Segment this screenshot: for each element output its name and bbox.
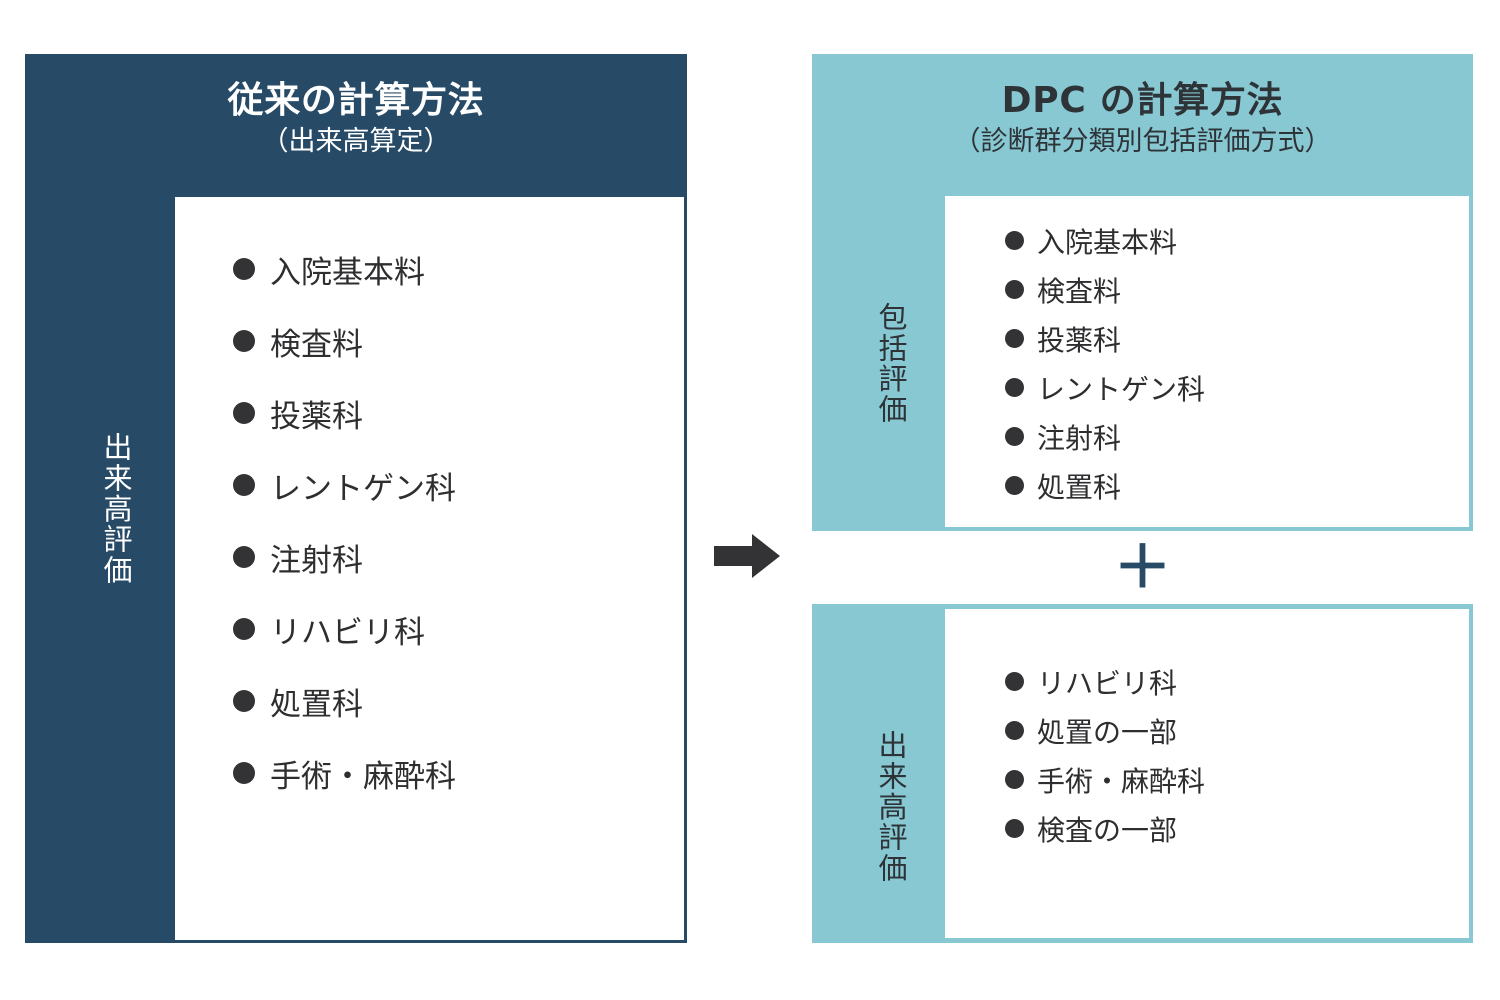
- list-item: 入院基本料: [233, 233, 674, 305]
- list-item-label: 注射科: [270, 542, 363, 579]
- bullet-icon: [1005, 231, 1024, 250]
- list-item: 処置の一部: [1005, 706, 1461, 755]
- bullet-icon: [233, 762, 255, 784]
- right-panel-title-sub: （診断群分類別包括評価方式）: [953, 126, 1332, 158]
- fee-for-service-vertical-label: 出来高評価: [874, 730, 908, 884]
- left-panel-item-list: 入院基本料検査料投薬科レントゲン科注射科リハビリ科処置科手術・麻酔科: [233, 233, 674, 809]
- bullet-icon: [1005, 378, 1024, 397]
- conventional-method-panel: 従来の計算方法 （出来高算定） 出来高評価 入院基本料検査料投薬科レントゲン科注…: [25, 54, 687, 943]
- list-item-label: 処置の一部: [1037, 715, 1178, 749]
- left-panel-title-main: 従来の計算方法: [227, 80, 485, 121]
- list-item: 入院基本料: [1005, 216, 1461, 265]
- list-item-label: リハビリ科: [1037, 666, 1178, 700]
- list-item: 手術・麻酔科: [233, 737, 674, 809]
- list-item-label: 投薬科: [1037, 323, 1122, 357]
- list-item-label: 注射科: [1037, 421, 1122, 455]
- right-panel-title-main: DPC の計算方法: [1001, 80, 1284, 121]
- list-item-label: 手術・麻酔科: [1037, 764, 1206, 798]
- list-item-label: レントゲン科: [270, 470, 456, 507]
- list-item: リハビリ科: [1005, 657, 1461, 706]
- left-panel-title-sub: （出来高算定）: [261, 126, 451, 158]
- list-item-label: 検査料: [1037, 274, 1122, 308]
- list-item: レントゲン科: [233, 449, 674, 521]
- left-panel-item-box: 入院基本料検査料投薬科レントゲン科注射科リハビリ科処置科手術・麻酔科: [172, 194, 687, 943]
- bullet-icon: [1005, 721, 1024, 740]
- bullet-icon: [233, 330, 255, 352]
- right-panel-title: DPC の計算方法 （診断群分類別包括評価方式）: [812, 80, 1473, 158]
- list-item-label: 入院基本料: [270, 254, 425, 291]
- bullet-icon: [233, 618, 255, 640]
- list-item-label: 入院基本料: [1037, 225, 1178, 259]
- bullet-icon: [1005, 280, 1024, 299]
- comprehensive-evaluation-vertical-label: 包括評価: [874, 301, 908, 425]
- left-panel-vertical-label: 出来高評価: [99, 432, 133, 586]
- fee-for-service-panel: 出来高評価 リハビリ科処置の一部手術・麻酔科検査の一部: [812, 604, 1473, 943]
- comprehensive-evaluation-item-box: 入院基本料検査料投薬科レントゲン科注射科処置科: [943, 194, 1471, 529]
- list-item-label: 手術・麻酔科: [270, 758, 456, 795]
- dpc-method-panel: DPC の計算方法 （診断群分類別包括評価方式） 包括評価 入院基本料検査料投薬…: [812, 54, 1473, 531]
- list-item: 検査の一部: [1005, 804, 1461, 853]
- list-item: 投薬科: [233, 377, 674, 449]
- list-item: レントゲン科: [1005, 363, 1461, 412]
- bullet-icon: [233, 546, 255, 568]
- arrow-right-icon: [714, 534, 780, 578]
- bullet-icon: [233, 258, 255, 280]
- list-item: リハビリ科: [233, 593, 674, 665]
- list-item-label: 検査料: [270, 326, 363, 363]
- list-item: 処置科: [1005, 461, 1461, 510]
- list-item-label: 処置科: [270, 686, 363, 723]
- bullet-icon: [1005, 819, 1024, 838]
- list-item: 注射科: [1005, 412, 1461, 461]
- list-item: 投薬科: [1005, 314, 1461, 363]
- fee-for-service-item-box: リハビリ科処置の一部手術・麻酔科検査の一部: [943, 607, 1471, 940]
- list-item-label: リハビリ科: [270, 614, 425, 651]
- bullet-icon: [1005, 476, 1024, 495]
- bullet-icon: [1005, 427, 1024, 446]
- list-item: 注射科: [233, 521, 674, 593]
- bullet-icon: [1005, 329, 1024, 348]
- comprehensive-evaluation-item-list: 入院基本料検査料投薬科レントゲン科注射科処置科: [1005, 216, 1461, 510]
- list-item-label: 検査の一部: [1037, 813, 1178, 847]
- bullet-icon: [1005, 672, 1024, 691]
- bullet-icon: [1005, 770, 1024, 789]
- list-item-label: 処置科: [1037, 470, 1122, 504]
- bullet-icon: [233, 402, 255, 424]
- left-panel-title: 従来の計算方法 （出来高算定）: [25, 80, 687, 158]
- list-item: 手術・麻酔科: [1005, 755, 1461, 804]
- fee-for-service-item-list: リハビリ科処置の一部手術・麻酔科検査の一部: [1005, 657, 1461, 853]
- list-item: 検査料: [233, 305, 674, 377]
- bullet-icon: [233, 474, 255, 496]
- list-item: 処置科: [233, 665, 674, 737]
- list-item: 検査料: [1005, 265, 1461, 314]
- bullet-icon: [233, 690, 255, 712]
- list-item-label: レントゲン科: [1037, 372, 1206, 406]
- list-item-label: 投薬科: [270, 398, 363, 435]
- plus-icon: ＋: [1113, 533, 1172, 601]
